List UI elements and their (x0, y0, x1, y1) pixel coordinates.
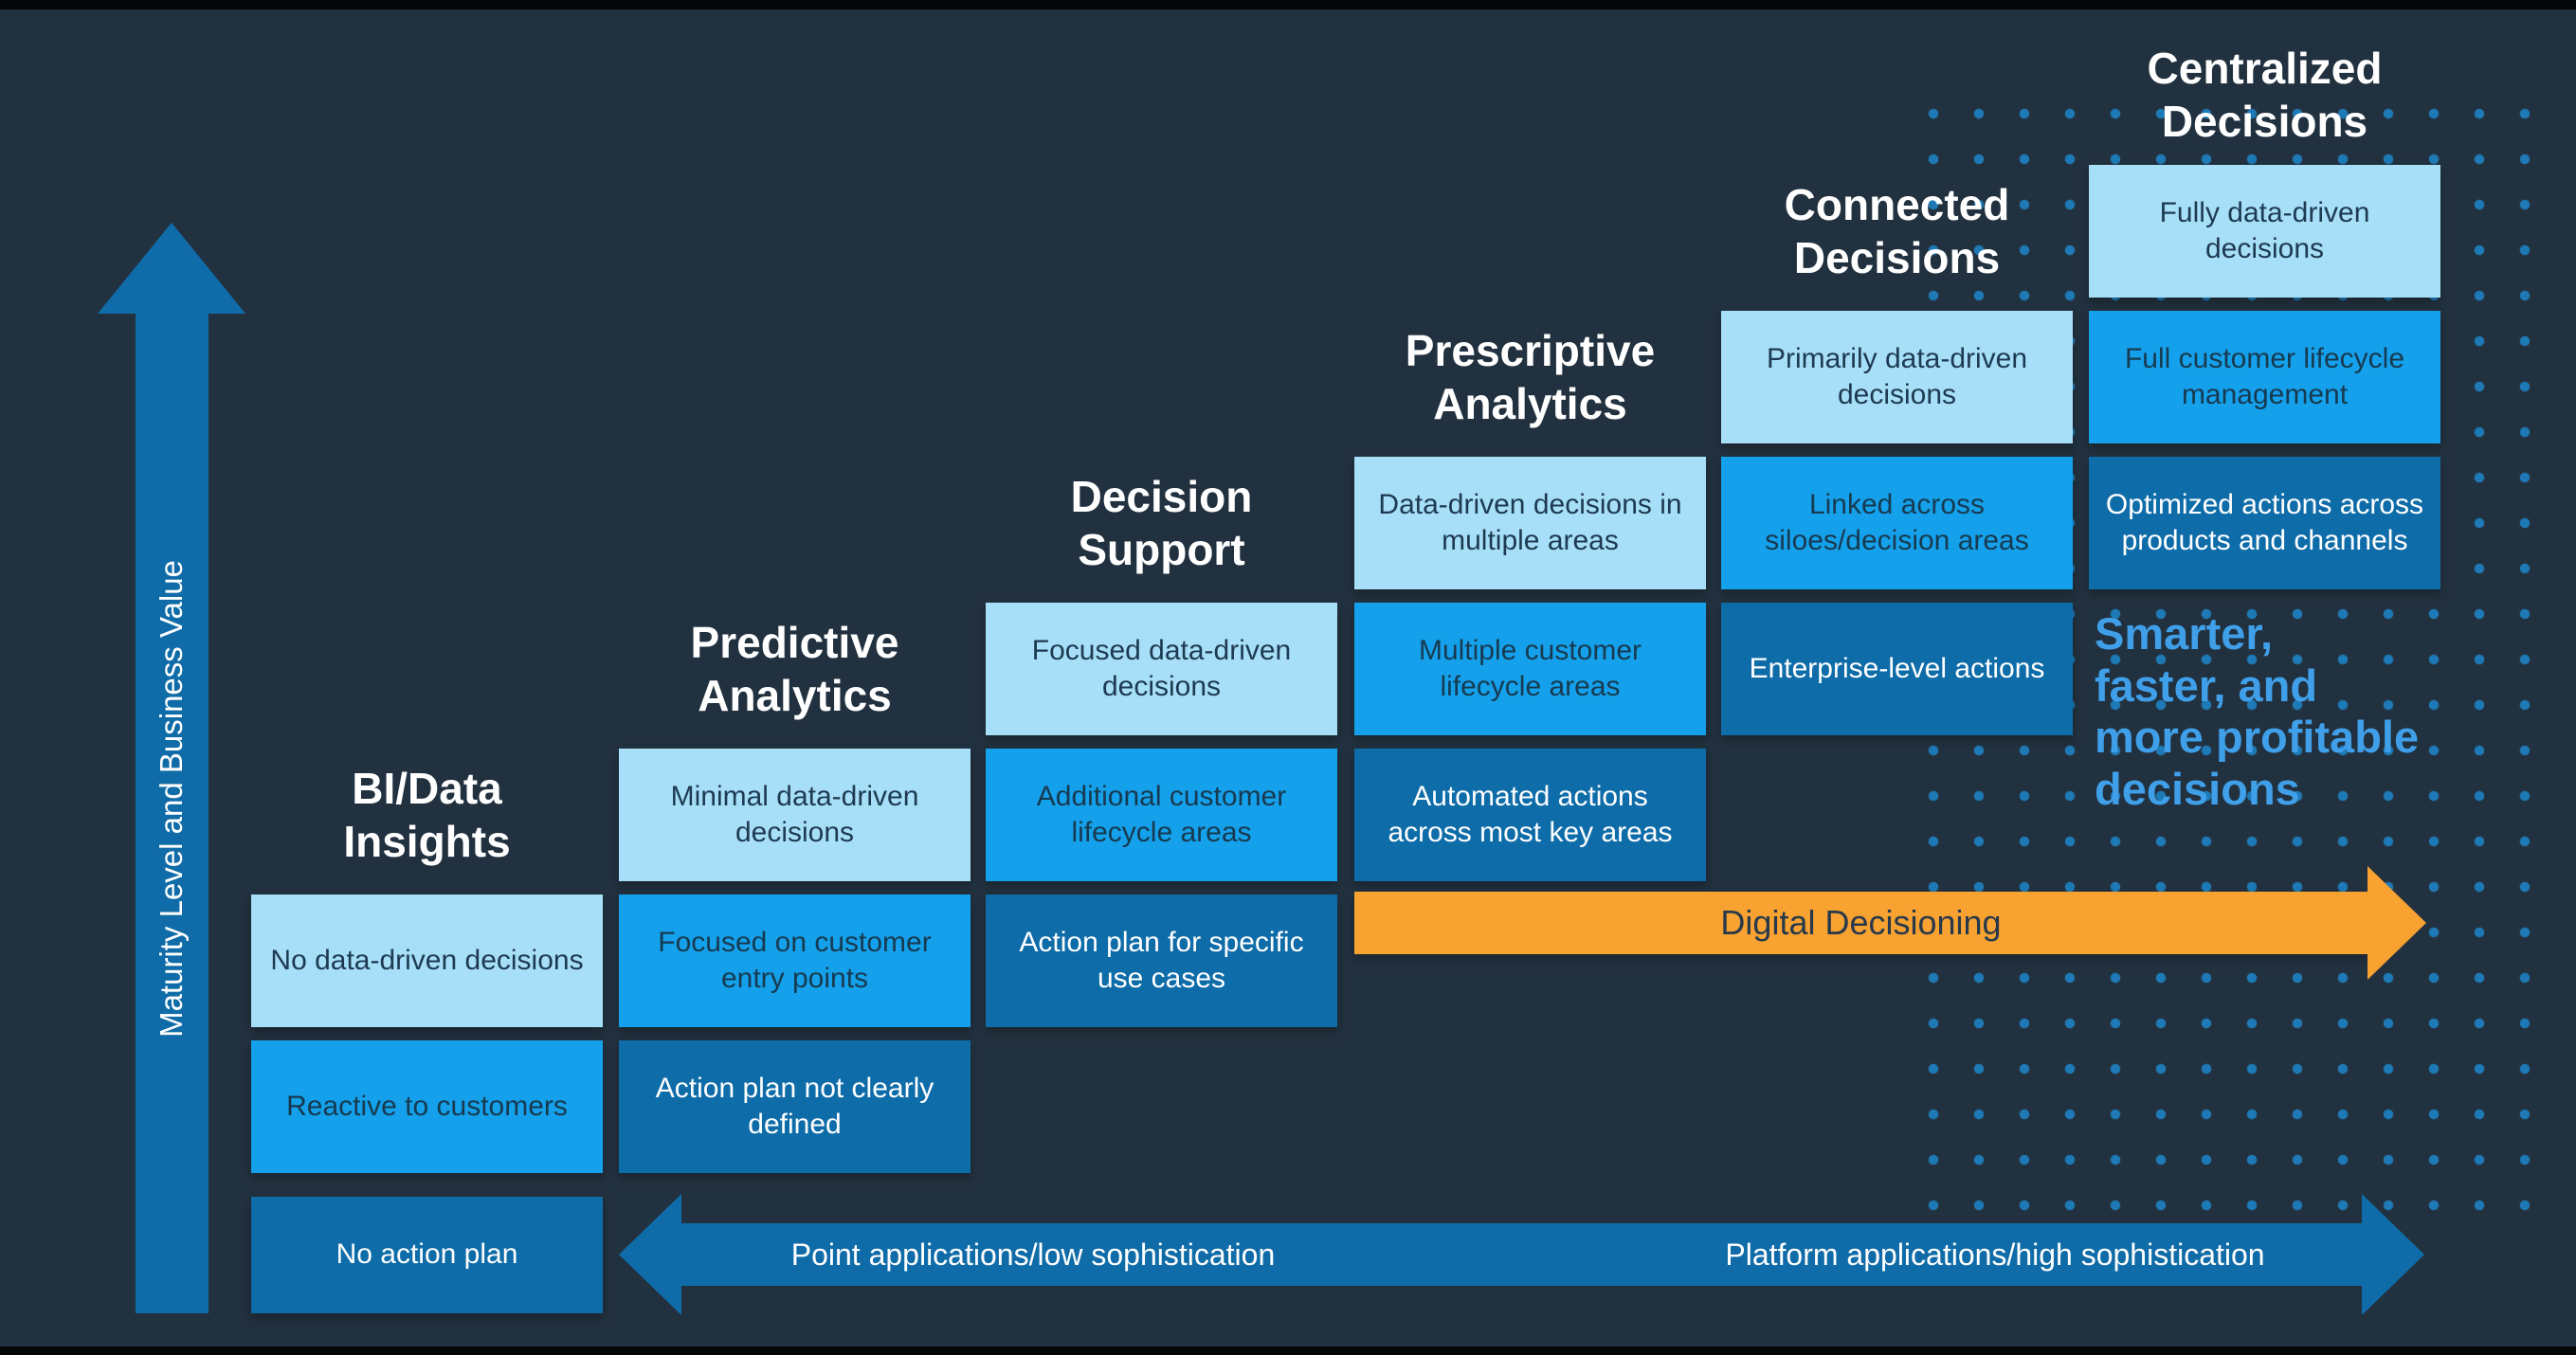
digital-decisioning-arrow: Digital Decisioning (1354, 892, 2367, 954)
stage-5-box-light: Primarily data-driven decisions (1721, 311, 2073, 443)
stage-4-box-dark: Automated actions across most key areas (1354, 749, 1706, 881)
stage-2-title: Predictive Analytics (690, 617, 899, 720)
stage-5-box-dark: Enterprise-level actions (1721, 603, 2073, 735)
maturity-axis-arrow (136, 314, 209, 1313)
stage-6-box-light: Fully data-driven decisions (2089, 165, 2440, 298)
stage-4-box-light: Data-driven decisions in multiple areas (1354, 457, 1706, 589)
stage-6-box-dark: Optimized actions across products and ch… (2089, 457, 2440, 589)
sophistication-axis-left-arrowhead-icon (619, 1194, 681, 1315)
stage-4-box-medium: Multiple customer lifecycle areas (1354, 603, 1706, 735)
stage-4-title: Prescriptive Analytics (1405, 325, 1656, 428)
stage-2-box-dark: Action plan not clearly defined (619, 1040, 971, 1173)
sophistication-axis-left-label: Point applications/low sophistication (790, 1237, 1276, 1272)
maturity-axis-arrowhead-icon (98, 223, 245, 314)
stage-6-box-medium: Full customer lifecycle management (2089, 311, 2440, 443)
stage-6-title: Centralized Decisions (2147, 43, 2383, 146)
stage-3-title: Decision Support (1070, 471, 1253, 574)
stage-3-box-dark: Action plan for specific use cases (986, 894, 1337, 1027)
sophistication-axis-arrow (681, 1223, 2362, 1286)
digital-decisioning-label: Digital Decisioning (1720, 903, 2002, 942)
stage-2-box-medium: Focused on customer entry points (619, 894, 971, 1027)
stage-3-box-light: Focused data-driven decisions (986, 603, 1337, 735)
maturity-axis-label: Maturity Level and Business Value (154, 560, 189, 1038)
top-border-bar (0, 0, 2576, 9)
bottom-border-bar (0, 1346, 2576, 1355)
stage-1-box-light: No data-driven decisions (251, 894, 603, 1027)
digital-decisioning-arrowhead-icon (2367, 866, 2426, 980)
stage-2-box-light: Minimal data-driven decisions (619, 749, 971, 881)
stage-5-title: Connected Decisions (1784, 179, 2010, 282)
stage-1-title: BI/Data Insights (343, 763, 511, 866)
stage-1-box-dark: No action plan (251, 1197, 603, 1313)
sophistication-axis-right-arrowhead-icon (2362, 1194, 2424, 1315)
sophistication-axis-right-label: Platform applications/high sophisticatio… (1725, 1237, 2265, 1272)
stage-3-box-medium: Additional customer lifecycle areas (986, 749, 1337, 881)
stage-1-box-medium: Reactive to customers (251, 1040, 603, 1173)
stage-5-box-medium: Linked across siloes/decision areas (1721, 457, 2073, 589)
callout-text: Smarter, faster, and more profitable dec… (2095, 608, 2420, 814)
